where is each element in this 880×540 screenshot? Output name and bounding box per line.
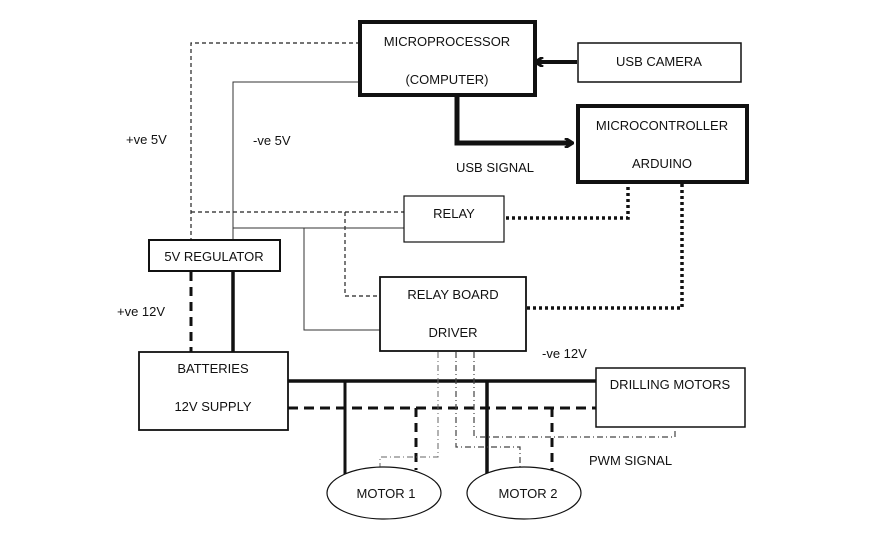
- block-motor-1: MOTOR 1: [326, 466, 442, 520]
- label-pos-12v: +ve 12V: [117, 304, 165, 319]
- regulator-label: 5V REGULATOR: [164, 249, 263, 264]
- motor2-label: MOTOR 2: [499, 486, 558, 501]
- drilling-motors-label: DRILLING MOTORS: [610, 377, 731, 392]
- block-microprocessor: MICROPROCESSOR (COMPUTER): [358, 20, 537, 97]
- motor1-label: MOTOR 1: [357, 486, 416, 501]
- batteries-label: BATTERIES: [177, 361, 249, 376]
- arrow-usb-signal: [454, 95, 572, 143]
- block-relay: RELAY: [403, 195, 505, 243]
- block-relay-board-driver: RELAY BOARD DRIVER: [379, 276, 527, 352]
- line-arduino-relay: [506, 183, 630, 220]
- supply-label: 12V SUPPLY: [174, 399, 251, 414]
- label-neg-5v: -ve 5V: [253, 133, 291, 148]
- block-drilling-motors: DRILLING MOTORS: [595, 367, 746, 428]
- line-pwm-drilling: [473, 352, 676, 438]
- computer-label: (COMPUTER): [405, 72, 488, 87]
- line-pwm-motor1: [379, 352, 439, 470]
- block-usb-camera: USB CAMERA: [577, 42, 742, 83]
- line-arduino-relayboard: [527, 183, 684, 310]
- block-microcontroller: MICROCONTROLLER ARDUINO: [576, 104, 749, 184]
- label-pos-5v: +ve 5V: [126, 132, 167, 147]
- label-neg-12v: -ve 12V: [542, 346, 587, 361]
- arduino-label: ARDUINO: [632, 156, 692, 171]
- relay-board-label: RELAY BOARD: [407, 287, 498, 302]
- line-5v-thin-relayboard: [303, 228, 380, 331]
- line-pos-5v: [190, 42, 360, 240]
- usb-camera-label: USB CAMERA: [616, 54, 702, 69]
- label-usb-signal: USB SIGNAL: [456, 160, 534, 175]
- label-pwm-signal: PWM SIGNAL: [589, 453, 672, 468]
- relay-label: RELAY: [433, 206, 475, 221]
- block-batteries: BATTERIES 12V SUPPLY: [138, 351, 289, 431]
- driver-label: DRIVER: [428, 325, 477, 340]
- microprocessor-label: MICROPROCESSOR: [384, 34, 510, 49]
- line-neg-5v: [232, 81, 360, 240]
- line-5v-dashed-relayboard: [344, 212, 380, 297]
- block-5v-regulator: 5V REGULATOR: [148, 239, 281, 272]
- block-motor-2: MOTOR 2: [466, 466, 582, 520]
- line-pwm-motor2: [455, 352, 521, 470]
- microcontroller-label: MICROCONTROLLER: [596, 118, 728, 133]
